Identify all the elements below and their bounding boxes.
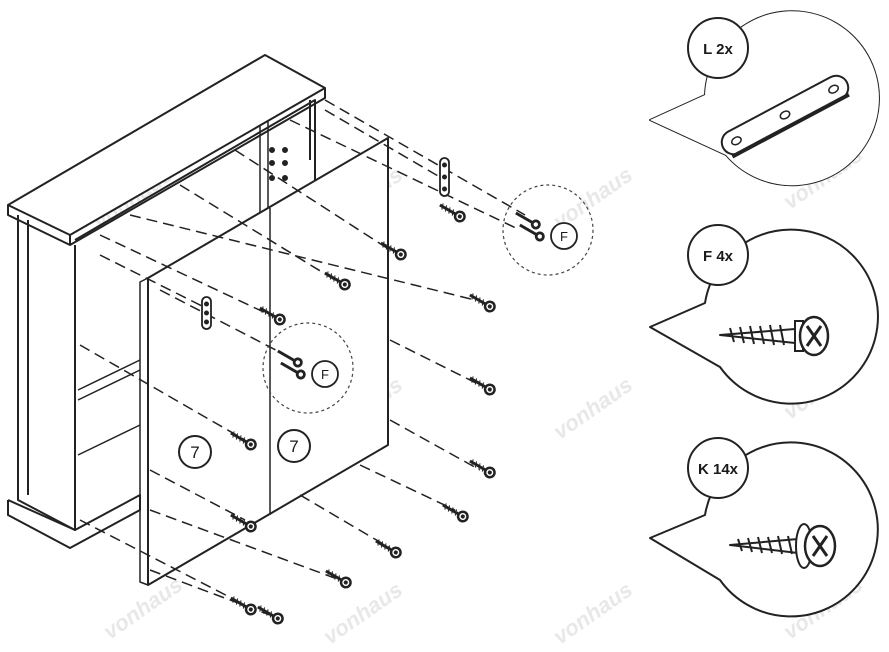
connector-plate-icon xyxy=(720,74,850,159)
detail-tag-circle xyxy=(550,222,578,250)
screw-k-icon xyxy=(321,564,356,593)
screw-k-icon xyxy=(465,288,500,317)
part-callout-f: F 4x xyxy=(649,224,879,405)
part-callout-l: L 2x xyxy=(649,10,880,187)
detail-f-lower: F xyxy=(262,322,354,414)
detail-circle xyxy=(262,322,354,414)
screw-k-icon xyxy=(465,371,500,400)
detail-tag-circle xyxy=(311,360,339,388)
detail-tag-label: F xyxy=(321,367,329,382)
screw-f-icon xyxy=(519,223,545,242)
detail-tag-label: F xyxy=(560,229,568,244)
screw-icon xyxy=(719,315,830,357)
part-callout-k: K 14x xyxy=(649,437,879,618)
back-panels xyxy=(139,137,389,586)
screw-k-icon xyxy=(465,454,500,483)
watermark: vonhaus xyxy=(319,577,407,647)
step-marker: 7 xyxy=(277,429,311,463)
washer-screw-icon xyxy=(729,523,837,569)
detail-circle xyxy=(502,184,594,276)
watermark: vonhaus xyxy=(549,577,637,647)
screw-f-icon xyxy=(515,211,541,230)
step-marker: 7 xyxy=(178,435,212,469)
part-label-circle xyxy=(687,224,749,286)
screw-k-icon xyxy=(371,534,406,563)
connector-plate-l-group xyxy=(201,157,450,330)
screw-f-icon xyxy=(280,361,306,380)
screw-k-icon xyxy=(226,591,261,620)
screw-k-icon xyxy=(253,600,288,629)
screw-f-icon xyxy=(277,349,303,368)
step-marker-label: 7 xyxy=(289,437,298,456)
part-label-circle xyxy=(687,437,749,499)
detail-f-upper: F xyxy=(502,184,594,276)
alignment-lines xyxy=(79,99,526,616)
part-label: F 4x xyxy=(703,248,734,265)
part-label: L 2x xyxy=(703,41,733,58)
part-label-circle xyxy=(687,17,749,79)
watermark: vonhaus xyxy=(549,372,637,444)
screw-k-icon xyxy=(438,498,473,527)
part-label: K 14x xyxy=(698,461,739,478)
step-marker-label: 7 xyxy=(190,443,199,462)
